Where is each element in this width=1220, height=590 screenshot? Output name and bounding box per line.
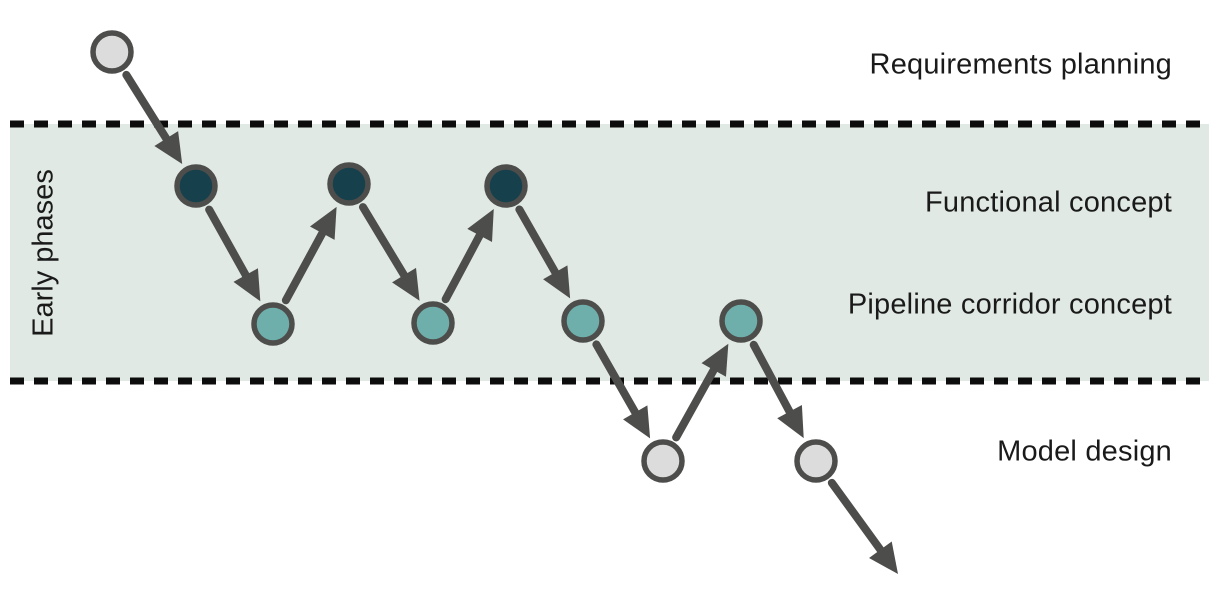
arrow-n2-n3 [205, 205, 261, 302]
arrow-shaft [672, 360, 721, 442]
phase-label-model-design: Model design [997, 435, 1172, 468]
arrow-n5-n6 [441, 208, 494, 304]
node-requirements-planning [90, 30, 134, 74]
arrow-n4-n5 [358, 203, 420, 301]
node-functional-concept [327, 162, 371, 206]
arrowhead [777, 405, 804, 439]
arrow-shaft [205, 205, 253, 285]
node-pipeline-corridor-concept [719, 299, 763, 343]
arrowhead [309, 206, 337, 240]
arrow-n9-n10 [749, 340, 804, 439]
phase-label-functional-concept: Functional concept [924, 186, 1172, 219]
node-pipeline-corridor-concept [561, 299, 605, 343]
node-model-design [641, 439, 685, 483]
arrow-shaft [122, 70, 174, 148]
arrow-n6-n7 [515, 205, 571, 299]
arrowhead [233, 268, 261, 302]
early-phases-label: Early phases [27, 169, 60, 337]
arrowhead [623, 405, 651, 439]
arrow-n1-n2 [122, 70, 183, 164]
arrow-n3-n4 [281, 206, 337, 305]
arrow-n8-n9 [672, 343, 729, 442]
arrow-shaft [358, 203, 412, 285]
arrow-shaft [515, 205, 563, 282]
early-phases-band [10, 124, 1209, 381]
arrowhead [543, 265, 571, 299]
arrowhead [467, 208, 494, 243]
arrowhead [392, 267, 420, 301]
phase-label-pipeline-corridor-concept: Pipeline corridor concept [847, 288, 1172, 321]
arrowhead [701, 343, 729, 377]
arrow-shaft [441, 226, 487, 304]
arrow-n7-n8 [592, 340, 651, 439]
arrow-exit [827, 478, 898, 574]
arrowhead [869, 541, 898, 574]
arrow-shaft [281, 223, 330, 305]
node-pipeline-corridor-concept [251, 302, 295, 346]
node-functional-concept [174, 164, 218, 208]
arrowhead [154, 131, 183, 164]
arrow-shaft [827, 478, 888, 559]
arrow-shaft [749, 340, 797, 421]
node-pipeline-corridor-concept [411, 301, 455, 345]
node-model-design [794, 439, 838, 483]
node-functional-concept [484, 164, 528, 208]
phase-label-requirements-planning: Requirements planning [869, 48, 1172, 81]
arrow-shaft [592, 340, 643, 422]
